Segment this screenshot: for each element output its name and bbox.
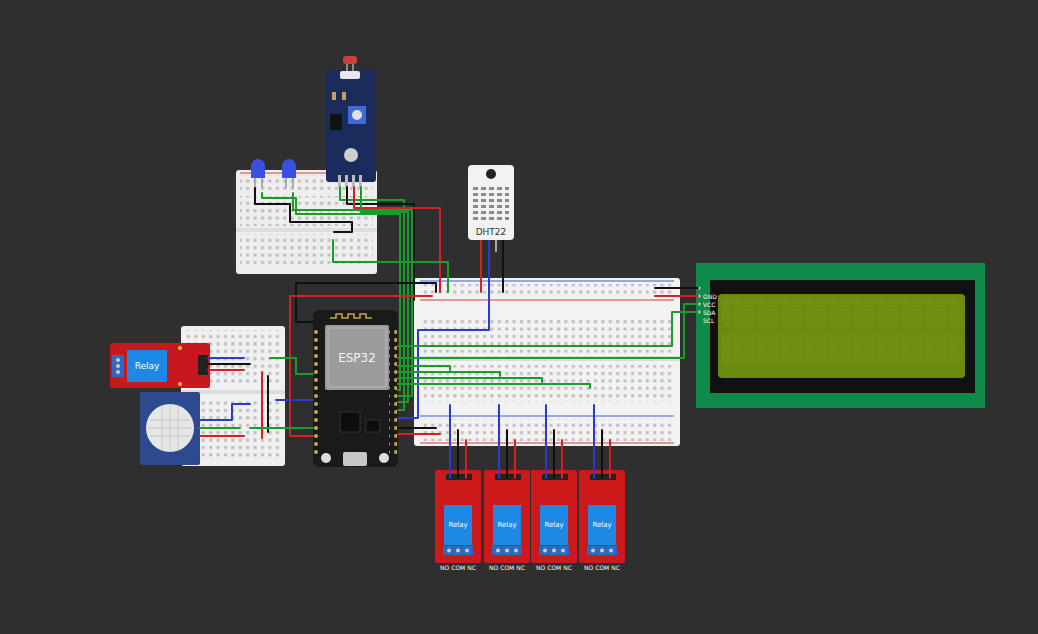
relay-label: Relay: [448, 522, 467, 529]
component-node: Relay: [588, 505, 616, 545]
dht22-sensor: [468, 165, 514, 262]
relay-label: Relay: [497, 522, 516, 529]
ldr-module: [326, 56, 376, 187]
component-node: DHT22: [470, 226, 512, 238]
pin-label: GND: [703, 293, 717, 300]
terminal-label: NO COM NC: [489, 564, 525, 571]
relay-label: Relay: [135, 362, 160, 371]
terminal-label: NO COM NC: [584, 564, 620, 571]
relay-label: Relay: [592, 522, 611, 529]
led: [251, 159, 296, 188]
label-holder: SCL: [703, 309, 714, 327]
pir-sensor: [140, 392, 200, 465]
lcd-display: [696, 263, 985, 408]
label-holder: NO COM NC: [584, 556, 620, 574]
component-node: Relay: [540, 505, 568, 545]
label-holder: GND: [703, 285, 717, 303]
pin-label: SDA: [703, 309, 715, 316]
sensor-label: DHT22: [476, 228, 507, 237]
component-node: Relay: [444, 505, 472, 545]
relay-module: [110, 343, 210, 388]
terminal-label: NO COM NC: [536, 564, 572, 571]
component-node: Relay: [127, 350, 167, 382]
component-node: ESP32: [325, 325, 389, 390]
label-holder: NO COM NC: [440, 556, 476, 574]
esp32-board: [313, 310, 398, 467]
terminal-label: NO COM NC: [440, 564, 476, 571]
label-holder: VCC: [703, 293, 715, 311]
relay-module: [435, 470, 625, 563]
label-holder: NO COM NC: [536, 556, 572, 574]
wires: [200, 187, 698, 478]
chip-label: ESP32: [338, 352, 376, 364]
pin-label: SCL: [703, 317, 714, 324]
component-node: Relay: [493, 505, 521, 545]
label-holder: SDA: [703, 301, 715, 319]
label-holder: NO COM NC: [489, 556, 525, 574]
breadboard: [236, 170, 377, 274]
relay-label: Relay: [544, 522, 563, 529]
pin-label: VCC: [703, 301, 715, 308]
